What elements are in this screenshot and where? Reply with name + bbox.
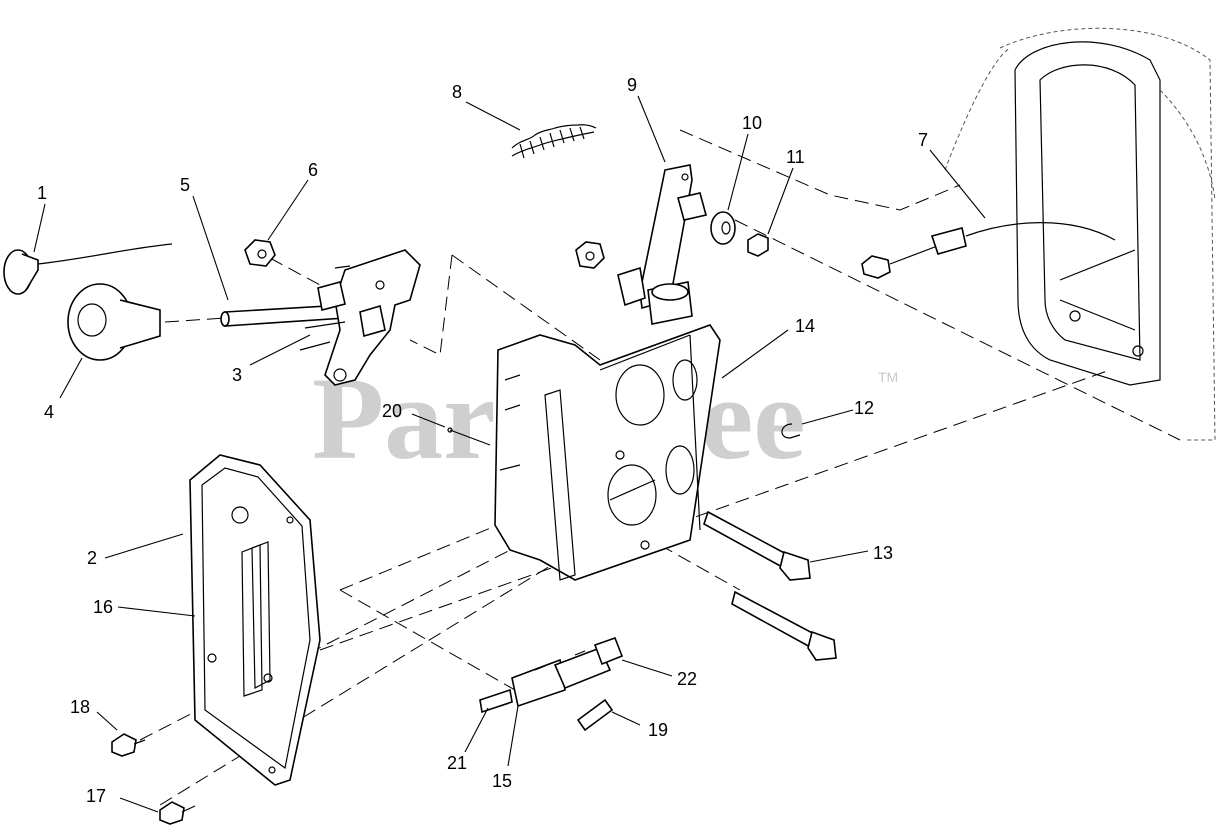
callout-12: 12 <box>854 398 874 418</box>
callout-8: 8 <box>452 82 462 102</box>
part-11-locknut <box>747 233 769 257</box>
part-2-16-plate <box>189 454 321 786</box>
watermark-trademark: TM <box>878 369 898 385</box>
callout-5: 5 <box>180 175 190 195</box>
part-1-knob-cable <box>3 243 173 295</box>
part-18-screw <box>111 733 146 757</box>
callout-4: 4 <box>44 402 54 422</box>
callout-9: 9 <box>627 75 637 95</box>
callout-18: 18 <box>70 697 90 717</box>
part-15-22-switch-assembly <box>479 636 624 732</box>
callout-6: 6 <box>308 160 318 180</box>
callout-13: 13 <box>873 543 893 563</box>
leader-lines <box>33 95 986 813</box>
part-9-lever-arm <box>617 164 707 325</box>
part-12-clip <box>781 423 801 439</box>
part-6-nut <box>244 239 276 267</box>
part-14-bracket <box>494 324 721 581</box>
callout-1: 1 <box>37 183 47 203</box>
callout-19: 19 <box>648 720 668 740</box>
hex-nut <box>575 241 605 269</box>
callout-21: 21 <box>447 753 467 773</box>
callout-17: 17 <box>86 786 106 806</box>
callout-2: 2 <box>87 548 97 568</box>
callout-7: 7 <box>918 130 928 150</box>
callout-3: 3 <box>232 365 242 385</box>
callout-22: 22 <box>677 669 697 689</box>
part-10-washer <box>710 211 736 245</box>
callout-10: 10 <box>742 113 762 133</box>
callout-16: 16 <box>93 597 113 617</box>
part-7-cable <box>861 222 1116 279</box>
engine-housing <box>944 27 1216 441</box>
part-4-grommet <box>67 283 161 361</box>
part-17-bolt <box>159 801 196 825</box>
part-3-lever-assembly <box>299 249 421 386</box>
part-8-spring <box>511 124 597 159</box>
callout-14: 14 <box>795 316 815 336</box>
part-13-bolts <box>703 510 837 661</box>
callout-15: 15 <box>492 771 512 791</box>
part-20-pin <box>447 427 491 446</box>
callout-11: 11 <box>786 147 805 167</box>
callout-20: 20 <box>382 401 402 421</box>
